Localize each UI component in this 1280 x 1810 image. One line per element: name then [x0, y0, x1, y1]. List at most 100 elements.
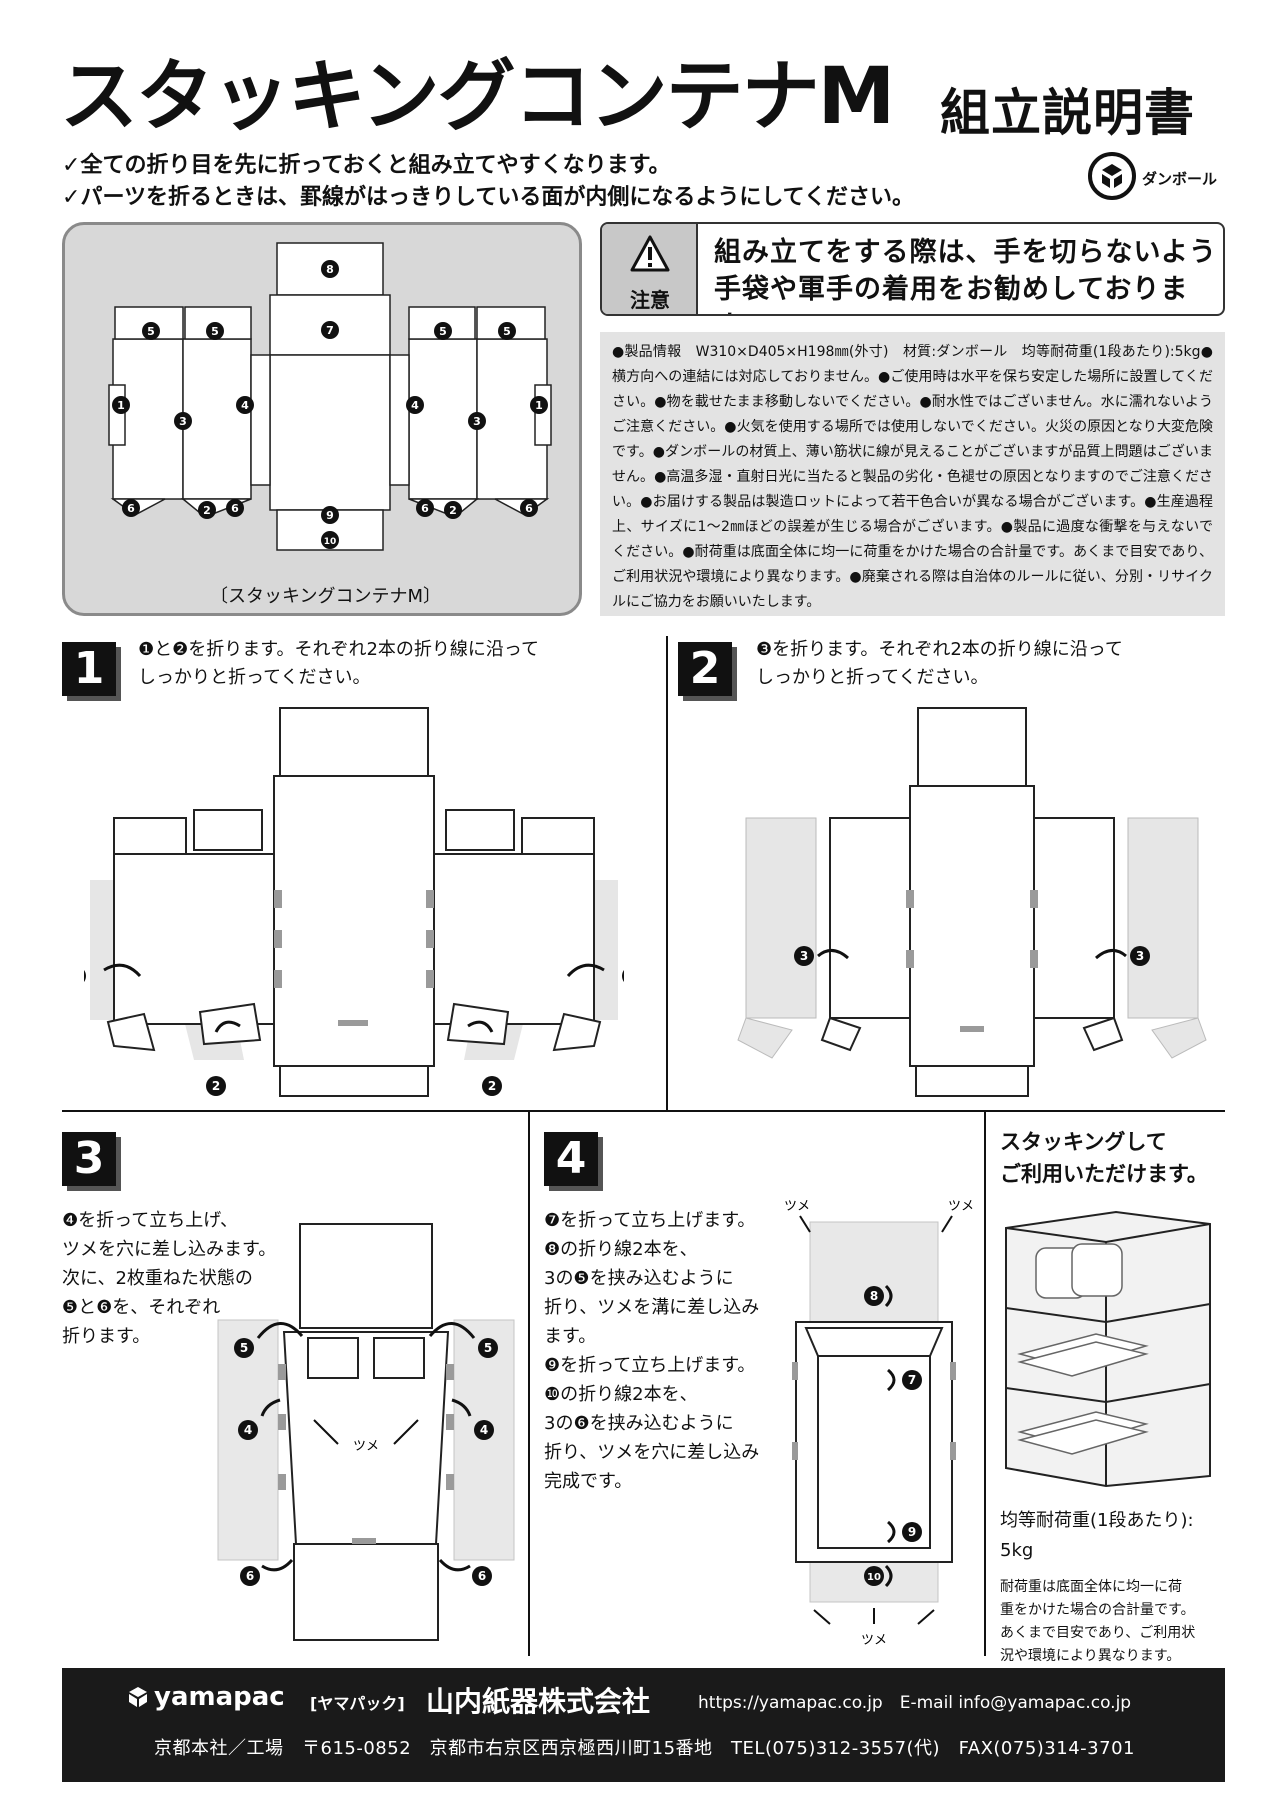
- stacked-containers-illustration: [1005, 1210, 1211, 1488]
- diagram-num-4: 4: [241, 399, 249, 412]
- diagram-num-3: 3: [179, 415, 187, 428]
- step-line: ❿の折り線2本を、: [544, 1384, 698, 1405]
- caution-side: 注意: [602, 224, 698, 314]
- diagram-num-1: 1: [117, 399, 125, 412]
- note-line: 重をかけた場合の合計量です。: [1000, 1602, 1195, 1618]
- load-label: 均等耐荷重(1段あたり):: [1000, 1510, 1194, 1531]
- load-value: 5kg: [1000, 1540, 1034, 1561]
- note-line: あくまで目安であり、ご利用状: [1000, 1625, 1196, 1641]
- step-1-badge: 1: [62, 642, 116, 696]
- company-address: 京都本社／工場 〒615-0852 京都市右京区西京極西川町15番地 TEL(0…: [154, 1738, 1135, 1759]
- product-info: ●製品情報 W310×D405×H198㎜(外寸) 材質:ダンボール 均等耐荷重…: [600, 332, 1225, 616]
- brand-logo: yamapac: [154, 1682, 285, 1712]
- marker-5: 5: [240, 1341, 248, 1355]
- stacking-title-line: ご利用いただけます。: [1000, 1162, 1208, 1186]
- brand-sub: [ヤマパック]: [310, 1694, 405, 1713]
- stacking-note: 耐荷重は底面全体に均一に荷 重をかけた場合の合計量です。 あくまで目安であり、ご…: [1000, 1576, 1195, 1668]
- diagram-num-5: 5: [503, 325, 511, 338]
- diagram-num-6: 6: [525, 502, 533, 515]
- step-line: ます。: [544, 1326, 597, 1347]
- marker-5: 5: [484, 1341, 492, 1355]
- step-4-text: ❼を折って立ち上げます。 ❽の折り線2本を、 3の❺を挟み込むように 折り、ツメ…: [544, 1206, 759, 1496]
- step-line: ❶と❷を折ります。それぞれ2本の折り線に沿って: [138, 639, 540, 660]
- marker-3: 3: [1136, 949, 1144, 963]
- marker-4: 4: [244, 1423, 252, 1437]
- diagram-caption: 〔スタッキングコンテナM〕: [210, 586, 441, 607]
- step-line: ❺と❻を、それぞれ: [62, 1297, 221, 1318]
- step-line: ❼を折って立ち上げます。: [544, 1210, 756, 1231]
- step-4-badge: 4: [544, 1132, 598, 1186]
- stacking-load: 均等耐荷重(1段あたり): 5kg: [1000, 1506, 1194, 1566]
- caution-label: 注意: [630, 288, 670, 312]
- note-line: 況や環境により異なります。: [1000, 1648, 1181, 1664]
- step-line: ❹を折って立ち上げ、: [62, 1210, 238, 1231]
- step-line: 折り、ツメを溝に差し込み: [544, 1297, 760, 1318]
- step-line: ❽の折り線2本を、: [544, 1239, 698, 1260]
- step-3-badge: 3: [62, 1132, 116, 1186]
- danbo-label: ダンボール: [1142, 170, 1218, 188]
- diagram-num-7: 7: [326, 324, 334, 337]
- marker-3: 3: [800, 949, 808, 963]
- divider: [62, 1110, 1225, 1112]
- warning-icon: [630, 235, 670, 272]
- step-line: しっかりと折ってください。: [756, 667, 989, 688]
- stacking-title-line: スタッキングして: [1000, 1130, 1167, 1154]
- tsume-label: ツメ: [353, 1439, 379, 1454]
- unfolded-net-diagram: 8 7 5 5 5 5 1 1 3 3 4 4 6 2 2 6 6 6 9 10: [108, 242, 552, 551]
- footer: yamapac [ヤマパック] 山内紙器株式会社 https://yamapac…: [62, 1668, 1225, 1782]
- tip-item: 全ての折り目を先に折っておくと組み立てやすくなります。: [62, 150, 914, 182]
- company-name: 山内紙器株式会社: [426, 1685, 651, 1718]
- step-line: 3の❻を挟み込むように: [544, 1413, 734, 1434]
- step-2-text: ❸を折ります。それぞれ2本の折り線に沿って しっかりと折ってください。: [756, 636, 1123, 692]
- net-diagram-panel: 8 7 5 5 5 5 1 1 3 3 4 4 6 2 2 6 6 6 9 10: [62, 222, 582, 616]
- tsume-label: ツメ: [861, 1633, 887, 1648]
- yamapac-logo-icon: [129, 1687, 147, 1707]
- diagram-num-2: 2: [203, 504, 211, 517]
- page-subtitle: 組立説明書: [940, 84, 1195, 142]
- diagram-num-6: 6: [231, 502, 239, 515]
- step-3-text: ❹を折って立ち上げ、 ツメを穴に差し込みます。 次に、2枚重ねた状態の ❺と❻を…: [62, 1206, 276, 1351]
- diagram-num-5: 5: [439, 325, 447, 338]
- caution-text: 組み立てをする際は、手を切らないよう 手袋や軍手の着用をお勧めしております。: [714, 234, 1223, 314]
- page-title: スタッキングコンテナM: [60, 52, 895, 142]
- marker-2: 2: [212, 1079, 220, 1093]
- diagram-num-4: 4: [411, 399, 419, 412]
- diagram-num-8: 8: [326, 263, 334, 276]
- step-1-diagram: 11 22: [84, 707, 624, 1097]
- stacking-title: スタッキングして ご利用いただけます。: [1000, 1126, 1208, 1190]
- caution-line: 手袋や軍手の着用をお勧めしております。: [714, 274, 1189, 314]
- diagram-num-3: 3: [473, 415, 481, 428]
- caution-line: 組み立てをする際は、手を切らないよう: [714, 237, 1217, 268]
- divider: [666, 636, 668, 1110]
- marker-7: 7: [908, 1373, 916, 1387]
- diagram-num-9: 9: [326, 509, 334, 522]
- diagram-num-5: 5: [211, 325, 219, 338]
- marker-6: 6: [478, 1569, 486, 1583]
- step-line: 折り、ツメを穴に差し込み: [544, 1442, 760, 1463]
- step-line: 3の❺を挟み込むように: [544, 1268, 734, 1289]
- step-line: ❾を折って立ち上げます。: [544, 1355, 756, 1376]
- step-2-badge: 2: [678, 642, 732, 696]
- step-line: 次に、2枚重ねた状態の: [62, 1268, 253, 1289]
- caution-box: 注意 組み立てをする際は、手を切らないよう 手袋や軍手の着用をお勧めしております…: [600, 222, 1225, 316]
- note-line: 耐荷重は底面全体に均一に荷: [1000, 1579, 1182, 1595]
- divider: [528, 1110, 530, 1656]
- recycle-danbo-icon: [1088, 152, 1136, 200]
- step-1-text: ❶と❷を折ります。それぞれ2本の折り線に沿って しっかりと折ってください。: [138, 636, 539, 692]
- tsume-label: ツメ: [784, 1199, 810, 1214]
- step-line: 折ります。: [62, 1326, 151, 1347]
- marker-6: 6: [246, 1569, 254, 1583]
- tips-list: 全ての折り目を先に折っておくと組み立てやすくなります。 パーツを折るときは、罫線…: [62, 150, 914, 214]
- step-line: ❸を折ります。それぞれ2本の折り線に沿って: [756, 639, 1123, 660]
- diagram-num-2: 2: [449, 504, 457, 517]
- diagram-num-6: 6: [421, 502, 429, 515]
- marker-10: 10: [867, 1572, 881, 1583]
- step-line: ツメを穴に差し込みます。: [62, 1239, 277, 1260]
- diagram-num-6: 6: [127, 502, 135, 515]
- contact-web[interactable]: https://yamapac.co.jp E-mail info@yamapa…: [698, 1693, 1132, 1713]
- diagram-num-1: 1: [535, 399, 543, 412]
- diagram-num-10: 10: [324, 537, 337, 547]
